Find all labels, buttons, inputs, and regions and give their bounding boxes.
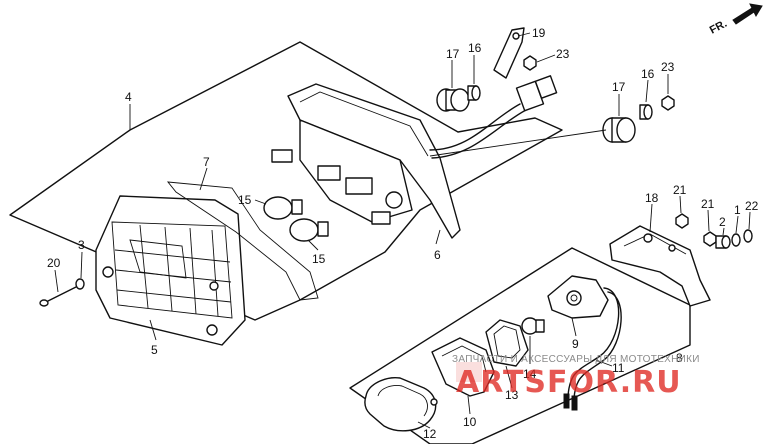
leader-harness — [429, 129, 607, 157]
callout-20: 20 — [47, 256, 61, 270]
leader-21b — [707, 209, 710, 232]
license-bulb-14 — [521, 317, 545, 335]
leader-19 — [517, 32, 531, 37]
leader-10 — [467, 395, 471, 415]
collar-16-upper — [467, 85, 481, 101]
wire-harness — [429, 75, 558, 159]
license-lens-10 — [431, 337, 495, 397]
nut-23-right — [661, 95, 675, 111]
callout-16a: 16 — [468, 41, 482, 55]
group-frame-8 — [349, 247, 691, 444]
leader-11 — [595, 359, 613, 367]
callout-1: 1 — [734, 203, 741, 217]
front-label: FR. — [708, 18, 729, 37]
callout-19: 19 — [532, 26, 546, 40]
screw-20 — [39, 285, 79, 307]
license-bracket-18 — [609, 225, 711, 307]
license-light-base-9 — [547, 275, 609, 319]
leader-15a — [254, 199, 267, 205]
callout-15a: 15 — [238, 193, 252, 207]
callout-22: 22 — [745, 199, 759, 213]
callout-23b: 23 — [661, 60, 675, 74]
leader-2 — [722, 227, 725, 236]
callout-4: 4 — [125, 90, 132, 104]
grommet-17-right — [602, 117, 636, 143]
washer-1 — [731, 233, 741, 247]
leader-6 — [435, 229, 441, 245]
leader-23a — [536, 54, 556, 63]
leader-3 — [80, 251, 83, 279]
callout-15b: 15 — [312, 252, 326, 266]
bulb-upper — [263, 196, 303, 220]
watermark-text: ЗАПЧАСТИ И АКСЕССУАРЫ ДЛЯ МОТОТЕХНИКИ — [452, 354, 700, 365]
leader-15b — [307, 239, 319, 251]
nut-22 — [743, 229, 753, 243]
callout-13: 13 — [505, 388, 519, 402]
callout-10: 10 — [463, 415, 477, 429]
washer-3 — [75, 278, 85, 290]
leader-13 — [505, 365, 513, 389]
watermark: ЗАПЧАСТИ И АКСЕССУАРЫ ДЛЯ МОТОТЕХНИКИ AR… — [452, 354, 700, 400]
callout-12: 12 — [423, 427, 437, 441]
leader-18 — [649, 203, 653, 233]
callout-2: 2 — [719, 215, 726, 229]
callout-3: 3 — [78, 238, 85, 252]
taillight-base — [271, 83, 461, 239]
callout-17b: 17 — [612, 80, 626, 94]
front-arrow-icon — [732, 3, 763, 25]
leader-21a — [679, 195, 682, 214]
leader-7 — [199, 167, 208, 191]
leader-16b — [645, 79, 649, 103]
callout-17a: 17 — [446, 47, 460, 61]
callout-18: 18 — [645, 191, 659, 205]
callout-14: 14 — [523, 367, 537, 381]
group-frame-4 — [9, 41, 563, 321]
lens-gasket — [166, 181, 319, 301]
watermark-logo: ARTSFOR.RU — [456, 365, 682, 400]
front-direction-arrow: FR. — [708, 3, 763, 37]
callout-9: 9 — [572, 337, 579, 351]
leader-9 — [571, 317, 577, 337]
grommet-17-upper — [436, 88, 470, 112]
license-cover-12 — [364, 377, 438, 432]
nut-21-right — [703, 231, 717, 247]
callout-21b: 21 — [701, 197, 715, 211]
collar-2 — [715, 235, 731, 249]
callout-5: 5 — [151, 343, 158, 357]
leader-12 — [417, 421, 431, 429]
callout-6: 6 — [434, 248, 441, 262]
callout-23a: 23 — [556, 47, 570, 61]
collar-16-right — [639, 104, 653, 120]
nut-23-upper — [523, 55, 537, 71]
callout-21a: 21 — [673, 183, 687, 197]
callout-16b: 16 — [641, 67, 655, 81]
tail-lens — [95, 195, 246, 346]
leader-20 — [54, 269, 59, 293]
license-wire-11 — [563, 287, 622, 411]
callout-8: 8 — [676, 351, 683, 365]
leader-5 — [149, 319, 157, 341]
bulb-lower — [289, 218, 329, 242]
callout-11: 11 — [612, 361, 625, 375]
leader-1 — [735, 215, 739, 234]
leader-22 — [748, 211, 751, 230]
nut-21-left — [675, 213, 689, 229]
callout-7: 7 — [203, 155, 210, 169]
